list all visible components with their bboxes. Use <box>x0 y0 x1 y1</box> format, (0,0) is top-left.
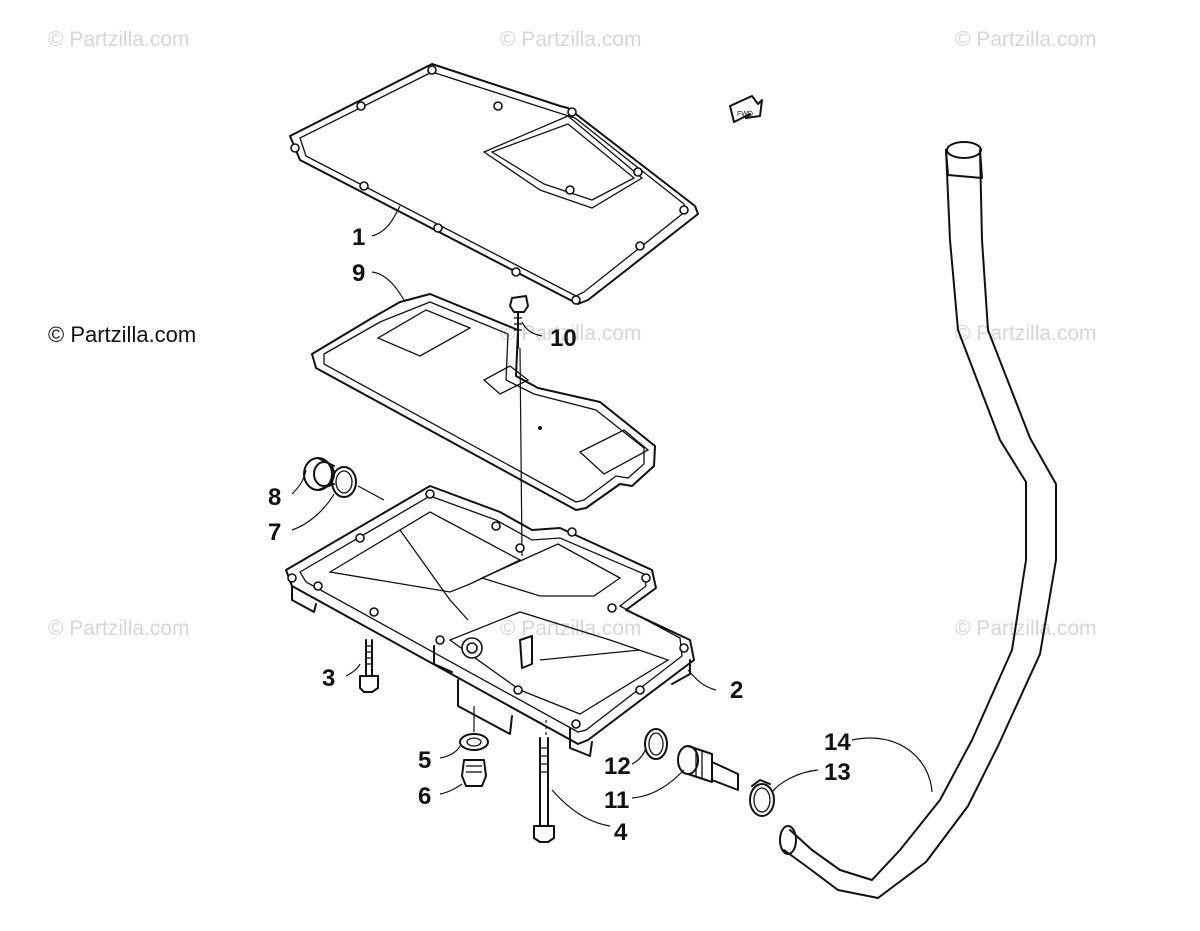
watermark-mid-center: © Partzilla.com <box>500 322 642 345</box>
callout-2: 2 <box>730 677 743 704</box>
callout-14: 14 <box>824 729 851 756</box>
callout-3: 3 <box>322 665 335 692</box>
callout-11: 11 <box>604 787 629 814</box>
part-12-o-ring <box>644 728 668 760</box>
callout-12: 12 <box>604 753 631 780</box>
part-6-drain-plug <box>461 759 487 787</box>
callout-13: 13 <box>824 759 851 786</box>
part-1-gasket <box>289 63 699 305</box>
watermark-mid-right: © Partzilla.com <box>955 322 1097 345</box>
callout-7: 7 <box>268 519 281 546</box>
part-9-gasket <box>311 293 656 511</box>
svg-text:FWD: FWD <box>737 111 753 118</box>
part-8-plug <box>303 457 335 491</box>
watermark-top-right: © Partzilla.com <box>955 28 1097 51</box>
callout-1: 1 <box>352 224 365 251</box>
callout-9: 9 <box>352 260 365 287</box>
part-4-bolt <box>533 720 555 843</box>
part-14-hose <box>779 141 1057 899</box>
watermark-mid-left: © Partzilla.com <box>48 322 197 347</box>
watermark-low-left: © Partzilla.com <box>48 617 190 640</box>
watermark-top-left: © Partzilla.com <box>48 28 190 51</box>
callout-5: 5 <box>418 747 431 774</box>
callout-6: 6 <box>418 783 431 810</box>
callout-10: 10 <box>550 325 577 352</box>
watermark-low-right: © Partzilla.com <box>955 617 1097 640</box>
part-3-bolt <box>359 639 379 693</box>
callout-4: 4 <box>614 819 628 846</box>
callouts: 1 9 10 8 7 3 2 5 6 4 12 11 14 13 <box>268 224 851 846</box>
part-7-o-ring <box>331 466 385 501</box>
part-10-bolt <box>509 295 529 557</box>
part-11-fitting <box>677 745 739 791</box>
watermark-top-center: © Partzilla.com <box>500 28 642 51</box>
callout-8: 8 <box>268 484 281 511</box>
watermark-low-center: © Partzilla.com <box>500 617 642 640</box>
leader-lines <box>291 205 933 827</box>
front-arrow-icon: FWD <box>729 95 763 123</box>
part-5-washer <box>459 706 489 751</box>
part-2-oil-pan <box>285 485 695 757</box>
part-13-clamp <box>749 779 775 817</box>
